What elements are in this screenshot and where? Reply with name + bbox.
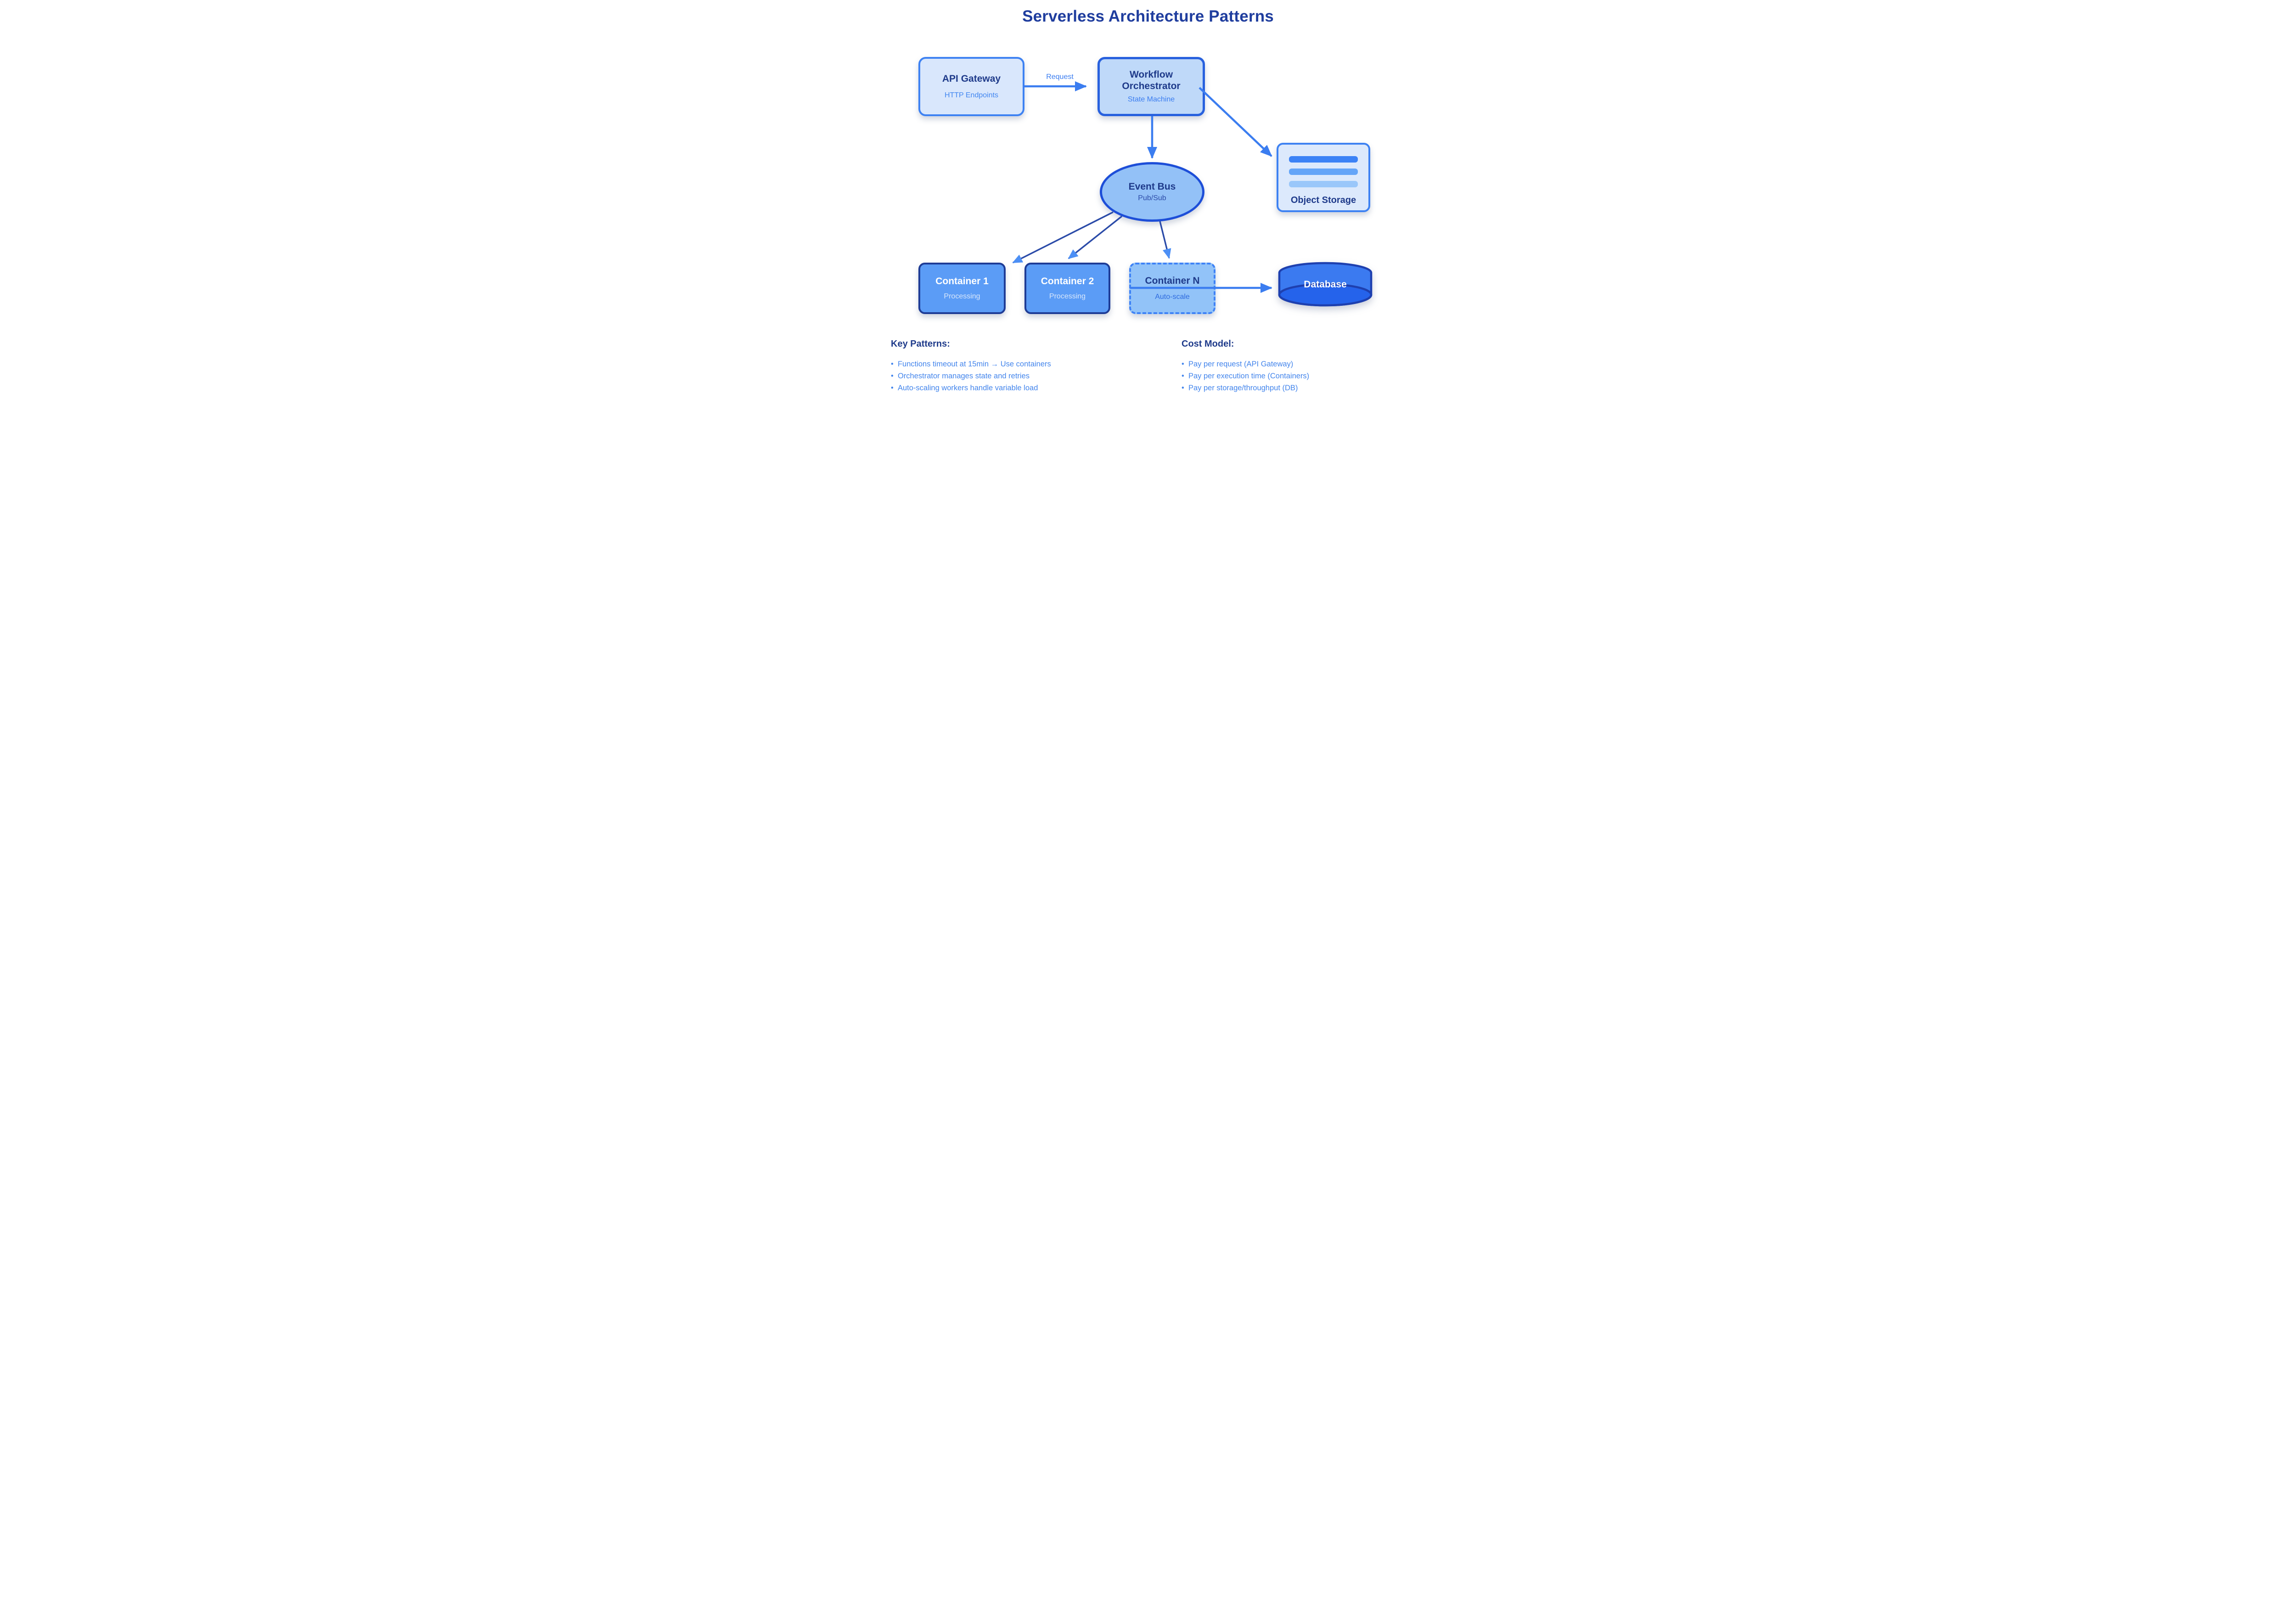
database-cylinder-icon: Database: [1278, 262, 1373, 307]
container-2-title: Container 2: [1041, 275, 1094, 287]
event-bus-title: Event Bus: [1128, 181, 1176, 192]
page-title: Serverless Architecture Patterns: [1022, 7, 1274, 25]
bullet-item: Pay per request (API Gateway): [1182, 358, 1384, 370]
database-title: Database: [1304, 279, 1346, 290]
container-1-title: Container 1: [935, 275, 989, 287]
container-1-subtitle: Processing: [944, 292, 980, 301]
container-n-subtitle: Auto-scale: [1155, 292, 1190, 301]
storage-bar-icon: [1289, 181, 1358, 187]
container-2-subtitle: Processing: [1049, 292, 1086, 301]
key-patterns-list: Functions timeout at 15min → Use contain…: [891, 358, 1093, 394]
edge-workflow-to-objectstorage: [1199, 87, 1272, 157]
key-patterns-section: Key Patterns: Functions timeout at 15min…: [891, 339, 1093, 394]
bullet-item: Functions timeout at 15min → Use contain…: [891, 358, 1093, 370]
bullet-item: Orchestrator manages state and retries: [891, 370, 1093, 382]
storage-bar-icon: [1289, 156, 1358, 163]
cost-model-list: Pay per request (API Gateway)Pay per exe…: [1182, 358, 1384, 394]
bullet-item: Pay per storage/throughput (DB): [1182, 382, 1384, 394]
api-gateway-subtitle: HTTP Endpoints: [944, 91, 999, 100]
edge-request-label: Request: [1046, 73, 1074, 81]
workflow-orchestrator-title: Workflow Orchestrator: [1122, 69, 1181, 91]
diagram-canvas: Serverless Architecture Patterns API Gat…: [861, 0, 1435, 402]
node-container-n: Container N Auto-scale: [1129, 263, 1216, 314]
cost-model-section: Cost Model: Pay per request (API Gateway…: [1182, 339, 1384, 394]
node-event-bus: Event Bus Pub/Sub: [1100, 162, 1204, 222]
event-bus-subtitle: Pub/Sub: [1138, 194, 1166, 202]
node-object-storage: Object Storage: [1277, 143, 1370, 212]
edge-eventbus-to-container2: [1068, 215, 1123, 259]
key-patterns-heading: Key Patterns:: [891, 339, 950, 349]
bullet-item: Auto-scaling workers handle variable loa…: [891, 382, 1093, 394]
container-n-title: Container N: [1145, 275, 1200, 287]
node-workflow-orchestrator: Workflow Orchestrator State Machine: [1097, 57, 1205, 116]
cost-model-heading: Cost Model:: [1182, 339, 1234, 349]
database-bottom: [1278, 283, 1373, 307]
edge-eventbus-to-containern: [1159, 221, 1171, 259]
node-container-1: Container 1 Processing: [918, 263, 1006, 314]
workflow-orchestrator-subtitle: State Machine: [1127, 95, 1175, 103]
bullet-item: Pay per execution time (Containers): [1182, 370, 1384, 382]
edge-eventbus-to-container1: [1012, 211, 1114, 264]
node-container-2: Container 2 Processing: [1024, 263, 1110, 314]
api-gateway-title: API Gateway: [942, 73, 1001, 84]
storage-bar-icon: [1289, 169, 1358, 175]
object-storage-title: Object Storage: [1290, 195, 1356, 205]
node-api-gateway: API Gateway HTTP Endpoints: [918, 57, 1024, 116]
